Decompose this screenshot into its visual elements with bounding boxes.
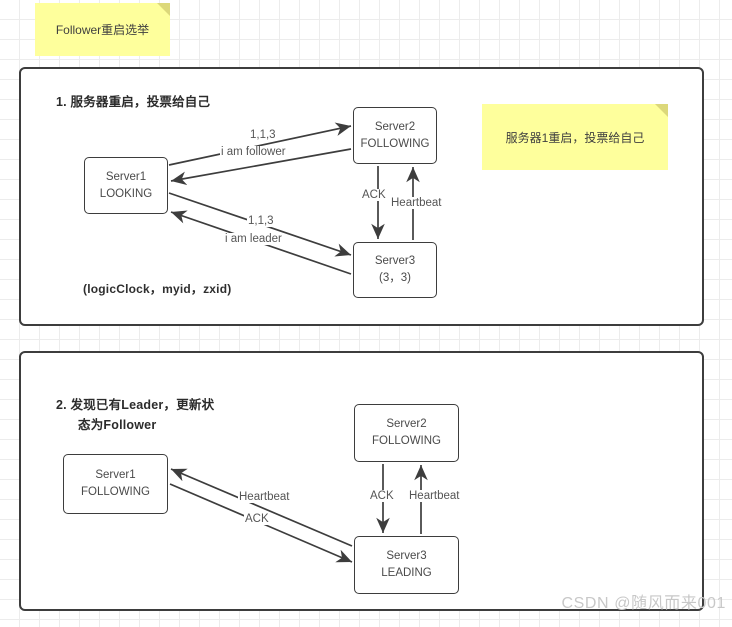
- node-server2-state: FOLLOWING: [371, 435, 441, 447]
- panel-step-2: 2. 发现已有Leader，更新状 态为Follower Server1 FOL…: [19, 351, 704, 611]
- node-server1-state: LOOKING: [99, 187, 153, 200]
- panel-2-heading-line1: 2. 发现已有Leader，更新状: [56, 398, 215, 413]
- edge-label-heartbeat-left: Heartbeat: [238, 491, 291, 503]
- edge-label-heartbeat: Heartbeat: [390, 197, 443, 209]
- sticky-note-panel-1-text: 服务器1重启，投票给自己: [505, 130, 645, 145]
- node-server3-name: Server3: [386, 550, 427, 563]
- node-server2: Server2 FOLLOWING: [354, 404, 459, 462]
- node-server1-state: FOLLOWING: [80, 486, 150, 498]
- edge-label-ack-left: ACK: [244, 513, 270, 525]
- panel-2-heading: 2. 发现已有Leader，更新状 态为Follower: [56, 377, 214, 455]
- node-server1: Server1 LOOKING: [84, 157, 168, 214]
- edge-label-ack-mid: ACK: [369, 490, 395, 502]
- edge-label-vote-up: 1,1,3: [249, 129, 277, 141]
- edge-label-i-am-leader: i am leader: [224, 233, 283, 245]
- edge-label-i-am-follower: i am follower: [220, 146, 287, 158]
- sticky-note-top-text: Follower重启选举: [55, 23, 150, 37]
- sticky-note-top: Follower重启选举: [35, 3, 170, 56]
- sticky-fold-icon: [655, 104, 668, 117]
- panel-1-heading: 1. 服务器重启，投票给自己: [56, 95, 211, 109]
- node-server3-name: Server3: [374, 255, 416, 268]
- node-server1: Server1 FOLLOWING: [63, 454, 168, 514]
- node-server2: Server2 FOLLOWING: [353, 107, 437, 164]
- node-server3: Server3 (3，3): [353, 242, 437, 298]
- panel-step-1: 1. 服务器重启，投票给自己 服务器1重启，投票给自己 Server1 LOOK…: [19, 67, 704, 326]
- node-server2-name: Server2: [386, 418, 427, 431]
- node-server1-name: Server1: [105, 170, 147, 183]
- edge-label-heartbeat-mid: Heartbeat: [408, 490, 461, 502]
- node-server2-name: Server2: [374, 120, 416, 133]
- node-server3-state: (3，3): [379, 272, 411, 284]
- panel-1-footnote: (logicClock，myid，zxid): [83, 282, 232, 296]
- sticky-note-panel-1: 服务器1重启，投票给自己: [482, 104, 668, 170]
- edge-label-ack: ACK: [361, 189, 387, 201]
- node-server3: Server3 LEADING: [354, 536, 459, 594]
- sticky-fold-icon: [157, 3, 170, 16]
- panel-2-heading-line2: 态为Follower: [78, 417, 157, 432]
- edge-label-vote-down: 1,1,3: [247, 215, 275, 227]
- node-server2-state: FOLLOWING: [360, 137, 430, 150]
- node-server3-state: LEADING: [381, 567, 432, 579]
- node-server1-name: Server1: [95, 469, 136, 482]
- watermark: CSDN @随风而来001: [561, 595, 726, 612]
